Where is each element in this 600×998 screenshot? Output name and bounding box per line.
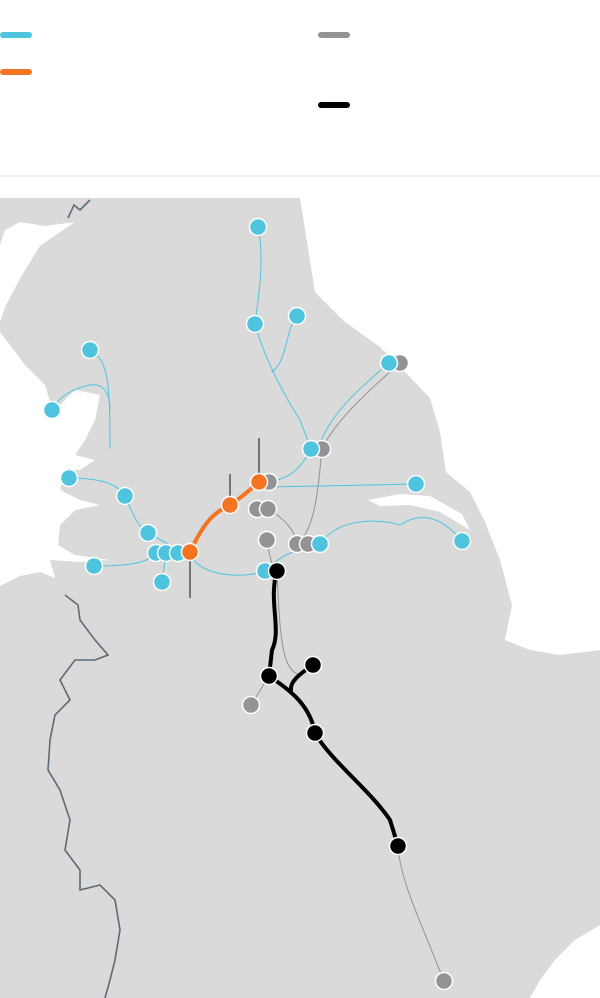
cyan-station-marker[interactable] bbox=[84, 556, 104, 576]
cyan-station-marker[interactable] bbox=[152, 572, 172, 592]
cyan-station-marker[interactable] bbox=[406, 474, 426, 494]
cyan-station-marker[interactable] bbox=[310, 534, 330, 554]
legend-swatch-cyan bbox=[0, 32, 32, 38]
orange-station-marker[interactable] bbox=[249, 472, 269, 492]
cyan-station-marker[interactable] bbox=[245, 314, 265, 334]
route-map bbox=[0, 198, 600, 998]
legend-swatch-black bbox=[318, 102, 350, 108]
cyan-station-marker[interactable] bbox=[379, 353, 399, 373]
legend-swatch-orange bbox=[0, 69, 32, 75]
sea bbox=[0, 198, 600, 998]
cyan-station-marker[interactable] bbox=[138, 523, 158, 543]
cyan-station-marker[interactable] bbox=[115, 486, 135, 506]
gray-station-marker[interactable] bbox=[257, 530, 277, 550]
legend-swatch-gray bbox=[318, 32, 350, 38]
black-station-marker[interactable] bbox=[267, 561, 287, 581]
cyan-station-marker[interactable] bbox=[248, 217, 268, 237]
orange-station-marker[interactable] bbox=[180, 542, 200, 562]
gray-station-marker[interactable] bbox=[258, 499, 278, 519]
black-station-marker[interactable] bbox=[303, 655, 323, 675]
cyan-station-marker[interactable] bbox=[80, 340, 100, 360]
irish-sea bbox=[0, 332, 110, 586]
cyan-station-marker[interactable] bbox=[59, 468, 79, 488]
cyan-station-marker[interactable] bbox=[301, 439, 321, 459]
gray-route-line bbox=[397, 845, 445, 982]
black-station-marker[interactable] bbox=[305, 723, 325, 743]
black-station-marker[interactable] bbox=[388, 836, 408, 856]
cyan-station-marker[interactable] bbox=[287, 306, 307, 326]
cyan-route-line bbox=[319, 517, 463, 545]
cyan-route-line bbox=[51, 384, 111, 411]
gray-station-marker[interactable] bbox=[434, 971, 454, 991]
gray-station-marker[interactable] bbox=[241, 695, 261, 715]
wales-border bbox=[47, 594, 121, 998]
north-sea bbox=[300, 198, 600, 655]
orange-station-marker[interactable] bbox=[220, 495, 240, 515]
borders bbox=[47, 199, 121, 998]
black-route-line bbox=[266, 569, 400, 848]
cyan-station-marker[interactable] bbox=[42, 400, 62, 420]
humber-estuary bbox=[368, 494, 470, 530]
cyan-station-marker[interactable] bbox=[452, 531, 472, 551]
scotland-border bbox=[67, 199, 91, 219]
cyan-route-line bbox=[268, 483, 417, 488]
the-wash bbox=[530, 925, 600, 998]
solway-firth bbox=[0, 222, 75, 322]
legend bbox=[0, 0, 600, 177]
black-station-marker[interactable] bbox=[259, 666, 279, 686]
